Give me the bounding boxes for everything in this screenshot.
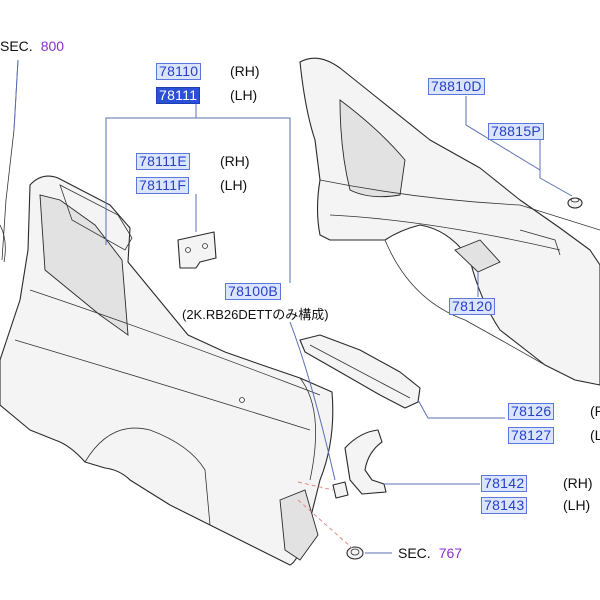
strip-part bbox=[299, 334, 421, 409]
part-number-78127[interactable]: 78127 bbox=[508, 427, 555, 444]
leader-78810D bbox=[465, 96, 541, 171]
section-ref-800[interactable]: SEC. 800 bbox=[0, 38, 64, 54]
section-ref-number: 767 bbox=[438, 545, 463, 561]
washer-part bbox=[346, 546, 364, 560]
part-number-78111F[interactable]: 78111F bbox=[136, 177, 190, 194]
side-78111E: (RH) bbox=[220, 153, 250, 169]
leader-78815P bbox=[539, 140, 573, 197]
part-number-78815P[interactable]: 78815P bbox=[488, 123, 545, 140]
part-number-78143[interactable]: 78143 bbox=[481, 497, 528, 514]
side-78143: (LH) bbox=[563, 497, 591, 513]
side-78127: (L bbox=[590, 427, 600, 443]
part-number-78126[interactable]: 78126 bbox=[508, 403, 555, 420]
part-number-78142[interactable]: 78142 bbox=[481, 475, 528, 492]
part-number-78100B[interactable]: 78100B bbox=[225, 283, 282, 300]
assembly-line-1 bbox=[297, 481, 334, 491]
side-78126: (R bbox=[590, 403, 600, 419]
leader-78111-bracket bbox=[105, 117, 291, 283]
part-number-78120[interactable]: 78120 bbox=[449, 298, 496, 315]
section-ref-label: SEC. bbox=[0, 38, 33, 54]
section-ref-number: 800 bbox=[40, 38, 65, 54]
leader-78126 bbox=[417, 399, 505, 419]
note-78100B: (2K.RB26DETTのみ構成) bbox=[182, 307, 329, 322]
grommet-part bbox=[567, 197, 583, 209]
clip-part bbox=[332, 481, 349, 499]
part-number-78111E[interactable]: 78111E bbox=[136, 153, 190, 170]
left-rear-fender-panel bbox=[0, 175, 334, 566]
leader-78100B bbox=[289, 321, 336, 481]
part-number-78110[interactable]: 78110 bbox=[156, 63, 202, 80]
bracket-part bbox=[177, 231, 217, 269]
part-number-78810D[interactable]: 78810D bbox=[428, 78, 485, 95]
side-78110: (RH) bbox=[230, 63, 260, 79]
section-ref-label: SEC. bbox=[398, 545, 431, 561]
side-78111: (LH) bbox=[230, 87, 258, 103]
leader-top-left bbox=[13, 59, 19, 131]
left-edge-part bbox=[1, 59, 19, 261]
assembly-line-2 bbox=[297, 499, 353, 549]
right-rear-fender-panel bbox=[299, 57, 600, 386]
section-ref-767[interactable]: SEC. 767 bbox=[398, 545, 462, 561]
side-78111F: (LH) bbox=[220, 177, 248, 193]
part-number-78111[interactable]: 78111 bbox=[156, 87, 201, 104]
mudflap-part bbox=[344, 429, 387, 495]
side-78142: (RH) bbox=[563, 475, 593, 491]
